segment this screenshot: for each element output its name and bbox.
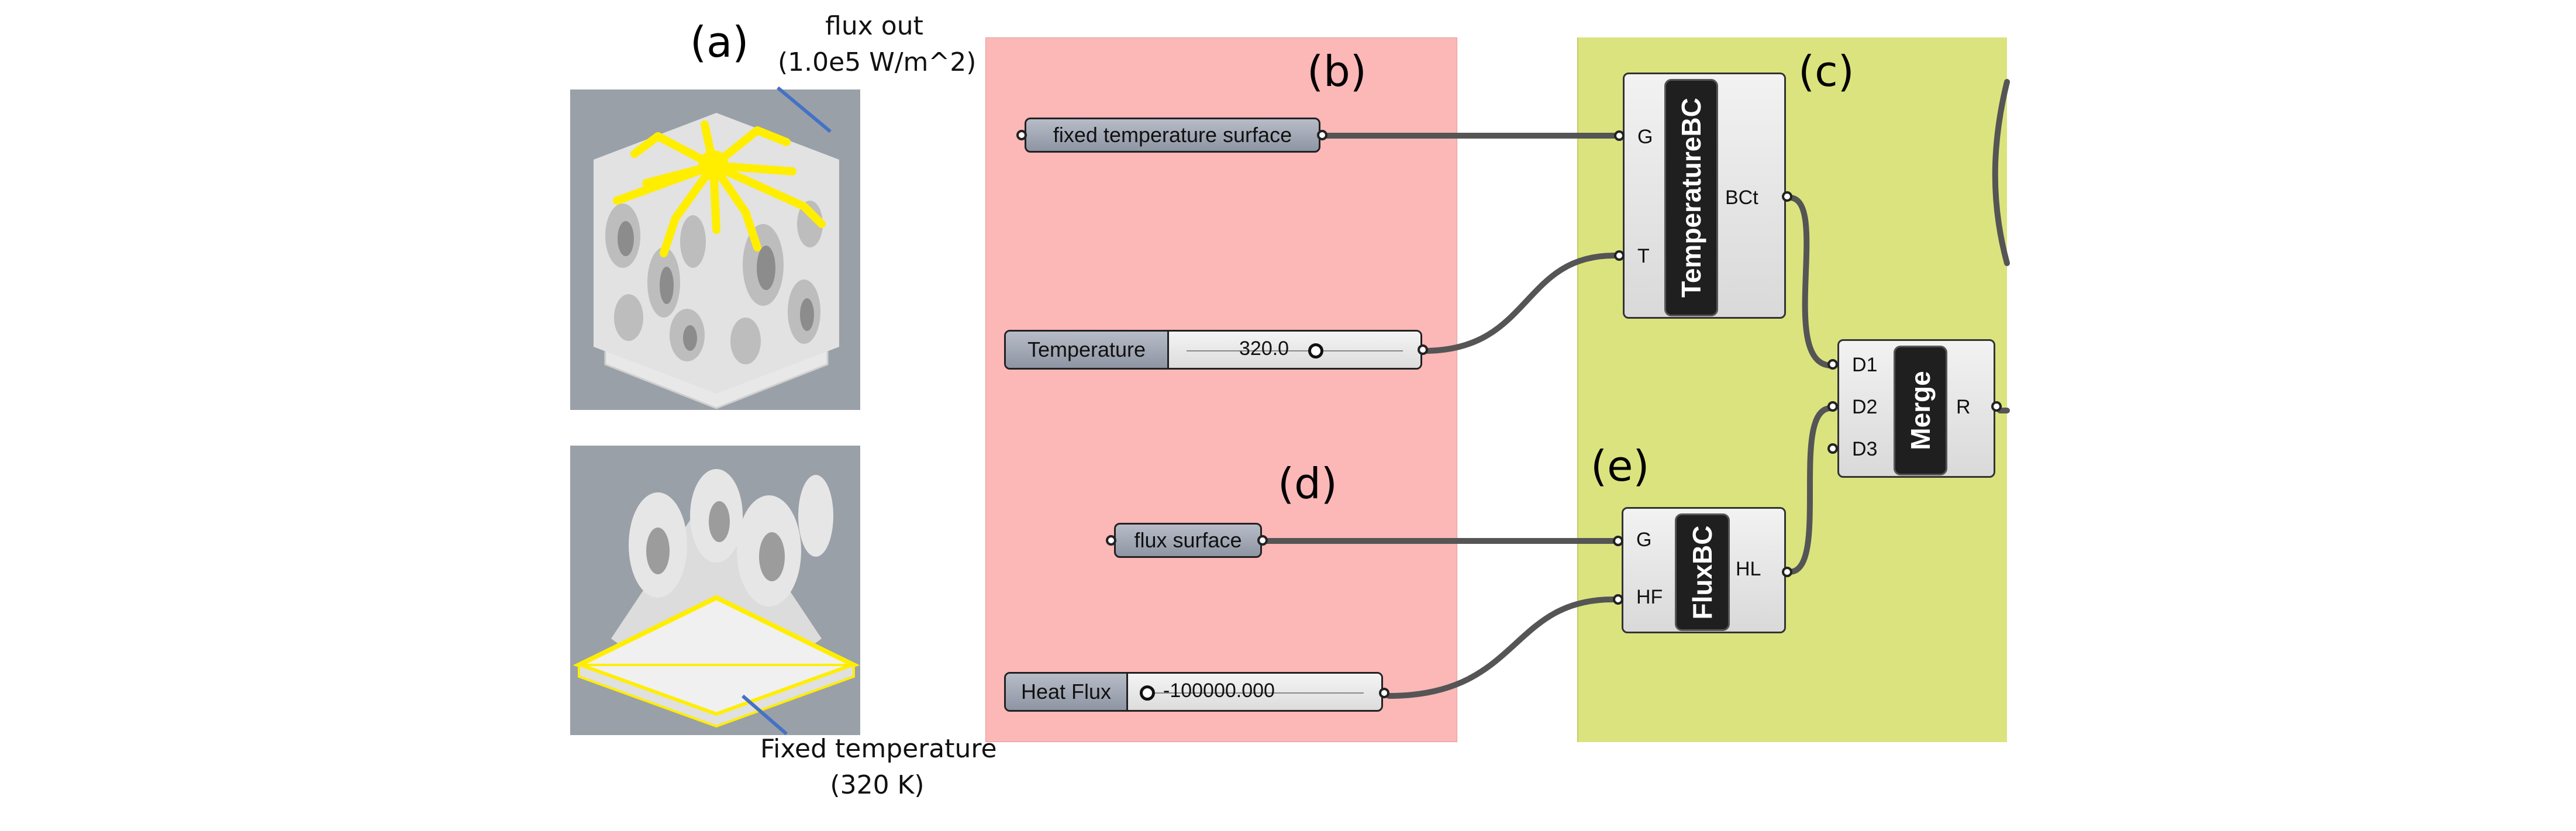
label-c: (c) (1798, 47, 1854, 96)
flux-bc-input-g: G (1636, 529, 1652, 551)
heat-flux-slider-rail (1146, 692, 1364, 694)
heat-flux-slider[interactable]: Heat Flux -100000.000 (1004, 672, 1383, 712)
heat-flux-output-port[interactable] (1379, 688, 1389, 698)
fixed-surface-input-port[interactable] (1016, 130, 1027, 140)
temperature-bc-input-t: T (1637, 245, 1650, 267)
label-a: (a) (690, 18, 749, 67)
panel-b-background (985, 37, 1457, 742)
heat-flux-slider-label-text: Heat Flux (1020, 680, 1112, 704)
heat-flux-slider-track[interactable]: -100000.000 (1128, 674, 1381, 710)
flux-bc-port-g[interactable] (1613, 536, 1623, 546)
flux-surface-param[interactable]: flux surface (1114, 523, 1262, 558)
temperature-slider-track[interactable]: 320.0 (1169, 332, 1420, 368)
flux-bc-name: FluxBC (1687, 525, 1718, 619)
flux-surface-output-port[interactable] (1257, 535, 1268, 546)
flux-bc-output-hl: HL (1736, 558, 1761, 580)
temperature-bc-port-t[interactable] (1614, 250, 1625, 261)
wire-heatflux-to-hf (1386, 596, 1616, 699)
flux-bc-component[interactable]: G HF HL FluxBC (1622, 507, 1786, 633)
merge-input-d1: D1 (1852, 354, 1878, 376)
temperature-bc-name: TemperatureBC (1676, 98, 1706, 298)
flux-out-leader-line (777, 86, 832, 133)
fixed-temperature-annotation: Fixed temperature (320 K) (760, 731, 997, 804)
wire-temperature-to-t (1421, 253, 1617, 354)
temperature-slider-rail (1187, 350, 1403, 351)
temperature-slider-label: Temperature (1006, 332, 1169, 368)
temperature-bc-component[interactable]: G T BCt TemperatureBC (1623, 73, 1786, 319)
temperature-bc-port-bct[interactable] (1782, 191, 1792, 202)
fixed-temperature-leader-line (742, 694, 788, 736)
flux-out-annotation: flux out (1.0e5 W/m^2) (778, 8, 977, 81)
fixed-temperature-surface-label: fixed temperature surface (1053, 123, 1292, 147)
temperature-output-port[interactable] (1418, 344, 1428, 355)
lattice-bottom-view-drawing (573, 469, 860, 728)
wire-bct-to-d1 (1787, 195, 1833, 368)
merge-input-d2: D2 (1852, 396, 1878, 418)
temperature-slider-value: 320.0 (1239, 337, 1289, 360)
top-render-image (570, 89, 860, 410)
fixed-surface-output-port[interactable] (1317, 130, 1327, 140)
temperature-bc-port-g[interactable] (1614, 130, 1625, 141)
label-e: (e) (1591, 442, 1650, 491)
temperature-bc-input-g: G (1637, 126, 1653, 148)
lattice-top-view-drawing (594, 113, 839, 409)
label-b: (b) (1307, 47, 1367, 96)
temperature-slider-knob[interactable] (1308, 343, 1323, 358)
flux-out-line1: flux out (825, 11, 923, 41)
label-d: (d) (1278, 459, 1337, 508)
flux-surface-label: flux surface (1134, 528, 1242, 552)
heat-flux-slider-label: Heat Flux (1006, 674, 1128, 710)
merge-port-d3[interactable] (1827, 443, 1838, 454)
flux-surface-input-port[interactable] (1106, 535, 1116, 546)
heat-flux-slider-value: -100000.000 (1163, 680, 1275, 702)
temperature-slider[interactable]: Temperature 320.0 (1004, 330, 1422, 370)
wire-hl-to-d2 (1787, 405, 1833, 575)
flux-out-line2: (1.0e5 W/m^2) (778, 47, 977, 77)
fixed-temperature-line2: (320 K) (830, 770, 925, 800)
flux-bc-port-hl[interactable] (1782, 567, 1792, 577)
merge-output-r: R (1956, 396, 1971, 418)
flux-bc-port-hf[interactable] (1613, 594, 1623, 605)
merge-port-r[interactable] (1991, 401, 2002, 412)
merge-component[interactable]: D1 D2 D3 R Merge (1837, 339, 1995, 478)
temperature-bc-output-bct: BCt (1725, 187, 1758, 209)
merge-name: Merge (1905, 371, 1936, 450)
temperature-bc-name-bar: TemperatureBC (1664, 79, 1718, 316)
flux-bc-input-hf: HF (1636, 586, 1663, 608)
merge-input-d3: D3 (1852, 438, 1878, 460)
bottom-render-image (570, 446, 860, 735)
merge-name-bar: Merge (1894, 346, 1947, 475)
fixed-temperature-surface-param[interactable]: fixed temperature surface (1025, 118, 1320, 153)
merge-port-d1[interactable] (1827, 359, 1838, 370)
wire-offscreen-curve (1992, 79, 2010, 266)
flux-bc-name-bar: FluxBC (1675, 513, 1730, 631)
merge-port-d2[interactable] (1827, 401, 1838, 412)
heat-flux-slider-knob[interactable] (1140, 685, 1155, 701)
temperature-slider-label-text: Temperature (1027, 337, 1146, 361)
fixed-temperature-line1: Fixed temperature (760, 734, 997, 764)
